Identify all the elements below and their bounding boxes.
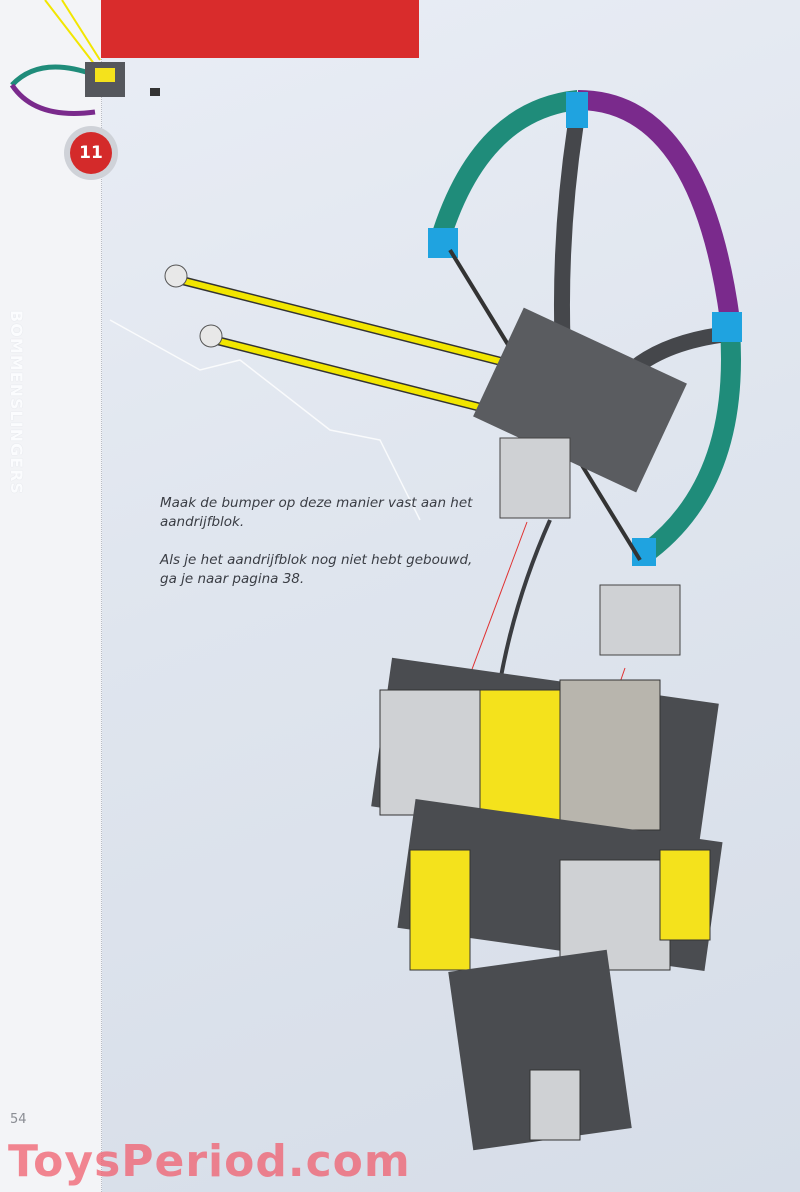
- header-banner: [101, 0, 419, 58]
- model-thumbnail: [9, 0, 160, 116]
- watermark: ToysPeriod.com: [8, 1136, 411, 1187]
- page-number: 54: [10, 1112, 27, 1127]
- bumper-frame: [473, 307, 687, 656]
- step-number: 11: [70, 132, 112, 174]
- page-margin: [0, 0, 102, 1192]
- side-title: BOMMENSLINGERS: [7, 310, 26, 495]
- instruction-paragraph-1: Maak de bumper op deze manier vast aan h…: [160, 495, 473, 530]
- instruction-paragraph-2: Als je het aandrijfblok nog niet hebt ge…: [160, 552, 473, 587]
- assembly-arrow: [467, 521, 528, 681]
- drive-block: [371, 657, 723, 1151]
- instruction-text: Maak de bumper op deze manier vast aan h…: [160, 494, 480, 608]
- lightning-decoration: [109, 319, 421, 521]
